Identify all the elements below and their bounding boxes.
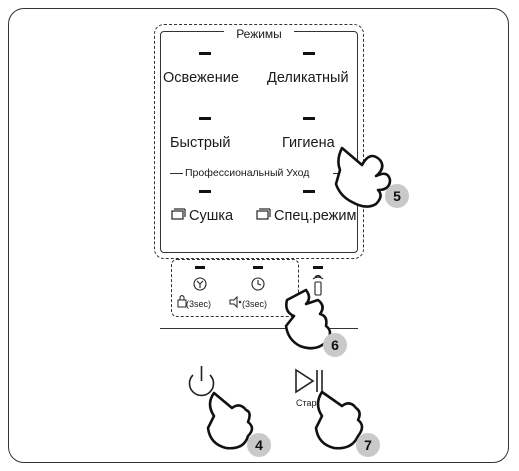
control-panel [8, 8, 509, 463]
pro-separator-left [170, 173, 183, 175]
start-pause-icon[interactable] [295, 368, 323, 394]
mode-delicate[interactable]: Деликатный [267, 70, 349, 86]
indicator-quick [199, 117, 211, 120]
mode-refresh[interactable]: Освежение [163, 70, 239, 86]
callout-badge-6: 6 [323, 333, 347, 357]
option-dry[interactable]: Сушка [189, 208, 234, 224]
indicator-delay [253, 266, 263, 269]
remote-control-icon[interactable] [312, 274, 324, 296]
sub-buttons-outline [171, 259, 299, 317]
divider-line [160, 328, 358, 330]
modes-title: Режимы [224, 26, 294, 42]
modes-group-outline [154, 24, 364, 259]
pointing-hand-icon [284, 288, 332, 350]
pointing-hand-icon [206, 391, 254, 450]
callout-badge-4: 4 [247, 433, 271, 457]
callout-badge-5: 5 [385, 184, 409, 208]
callout-badge-7: 7 [356, 433, 380, 457]
indicator-hygiene [303, 117, 315, 120]
sound-mute-icon [229, 295, 242, 309]
sound-mute-label: (3sec) [242, 299, 268, 309]
start-label: Старт [296, 398, 321, 408]
indicator-refresh [199, 52, 211, 55]
power-icon[interactable] [188, 366, 215, 397]
special-option-icon [256, 208, 271, 220]
mode-quick[interactable]: Быстрый [170, 135, 231, 151]
pointing-hand-icon [334, 146, 392, 208]
delay-timer-icon[interactable] [251, 277, 265, 291]
indicator-remote [313, 266, 323, 269]
indicator-delicate [303, 52, 315, 55]
pro-care-title: Профессиональный Уход [185, 167, 310, 179]
mode-hygiene[interactable]: Гигиена [282, 135, 335, 151]
indicator-special [303, 190, 315, 193]
option-special[interactable]: Спец.режим [274, 208, 357, 224]
child-lock-label: (3sec) [186, 299, 212, 309]
dry-option-icon [171, 208, 186, 220]
indicator-dry [199, 190, 211, 193]
child-lock-icon [177, 295, 187, 308]
pointing-hand-icon [314, 390, 364, 450]
indicator-eco [195, 266, 205, 269]
eco-mode-icon[interactable] [193, 277, 207, 291]
